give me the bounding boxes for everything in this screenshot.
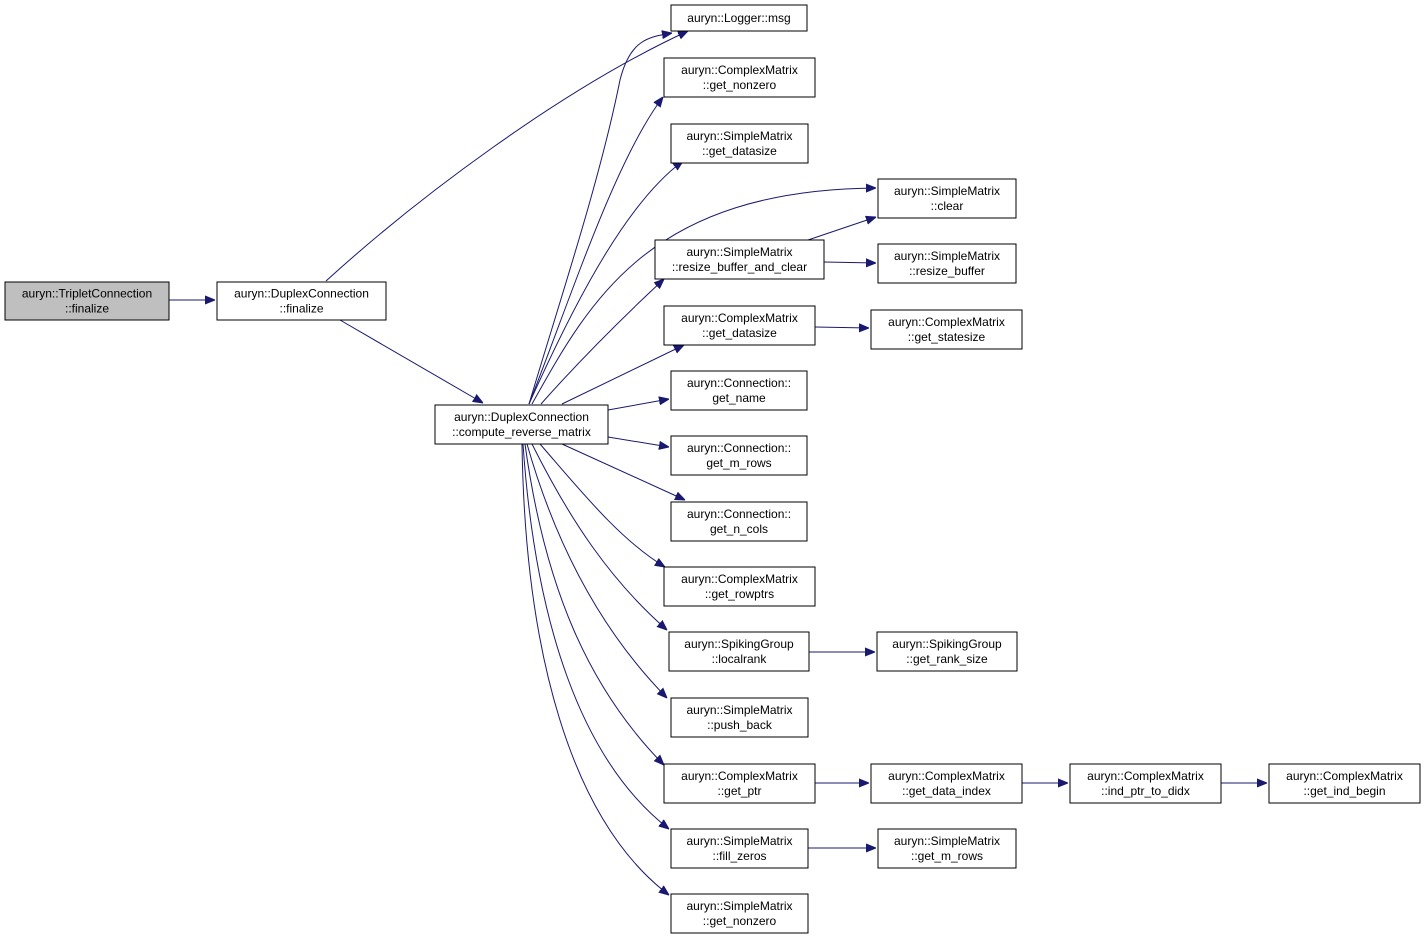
node-sm-clear[interactable]: auryn::SimpleMatrix::clear xyxy=(877,178,1017,219)
edge-duplex-finalize-to-logger-msg xyxy=(325,31,688,282)
node-duplex-finalize[interactable]: auryn::DuplexConnection::finalize xyxy=(216,281,387,321)
node-conn-get-n-cols[interactable]: auryn::Connection::get_n_cols xyxy=(670,501,808,542)
node-sg-get-rank-size[interactable]: auryn::SpikingGroup::get_rank_size xyxy=(876,631,1018,672)
edge-compute-reverse-to-cm-get-ptr xyxy=(524,443,664,765)
node-label-line: auryn::Logger::msg xyxy=(687,11,790,25)
node-label-line: auryn::ComplexMatrix xyxy=(681,311,798,325)
node-label-line: ::get_statesize xyxy=(908,330,986,344)
node-cm-get-data-index[interactable]: auryn::ComplexMatrix::get_data_index xyxy=(870,763,1023,804)
edge-cm-get-datasize-to-cm-get-statesize xyxy=(814,327,869,328)
node-sm-fill-zeros[interactable]: auryn::SimpleMatrix::fill_zeros xyxy=(670,828,809,869)
node-label-line: auryn::SimpleMatrix xyxy=(894,834,1000,848)
edge-compute-reverse-to-cm-get-datasize xyxy=(561,345,684,405)
node-label-line: auryn::ComplexMatrix xyxy=(1087,769,1204,783)
edge-compute-reverse-to-sm-get-nonzero xyxy=(521,443,669,895)
node-conn-get-name[interactable]: auryn::Connection::get_name xyxy=(670,370,808,411)
node-label-line: ::clear xyxy=(931,199,964,213)
edge-compute-reverse-to-sm-clear xyxy=(531,188,876,405)
node-label-line: auryn::DuplexConnection xyxy=(234,287,369,301)
node-cm-get-ind-begin[interactable]: auryn::ComplexMatrix::get_ind_begin xyxy=(1268,763,1421,804)
node-label-line: get_n_cols xyxy=(710,522,768,536)
edge-compute-reverse-to-sm-fill-zeros xyxy=(522,443,669,829)
node-cm-get-datasize[interactable]: auryn::ComplexMatrix::get_datasize xyxy=(663,305,816,346)
node-label-line: auryn::ComplexMatrix xyxy=(1286,769,1403,783)
edge-compute-reverse-to-sg-localrank xyxy=(531,443,667,630)
node-label-line: auryn::SimpleMatrix xyxy=(686,899,792,913)
node-label-line: get_name xyxy=(712,391,766,405)
node-cm-get-statesize[interactable]: auryn::ComplexMatrix::get_statesize xyxy=(870,309,1023,350)
edge-compute-reverse-to-sm-push-back xyxy=(526,443,667,698)
node-label-line: ::localrank xyxy=(712,652,768,666)
node-cm-ind-ptr-to-didx[interactable]: auryn::ComplexMatrix::ind_ptr_to_didx xyxy=(1069,763,1222,804)
node-label-line: ::get_nonzero xyxy=(703,914,777,928)
node-label-line: ::finalize xyxy=(65,302,109,316)
node-label-line: ::push_back xyxy=(707,718,773,732)
node-label-line: ::fill_zeros xyxy=(712,849,766,863)
node-compute-reverse[interactable]: auryn::DuplexConnection::compute_reverse… xyxy=(434,404,609,445)
node-sg-localrank[interactable]: auryn::SpikingGroup::localrank xyxy=(668,631,810,672)
node-label-line: ::get_m_rows xyxy=(911,849,983,863)
node-label-line: auryn::ComplexMatrix xyxy=(681,63,798,77)
edge-compute-reverse-to-conn-get-m-rows xyxy=(607,436,669,447)
node-label-line: ::finalize xyxy=(279,302,323,316)
node-label-line: auryn::SimpleMatrix xyxy=(894,184,1000,198)
node-label-line: auryn::Connection:: xyxy=(687,507,791,521)
node-label-line: ::get_nonzero xyxy=(703,78,777,92)
node-sm-get-nonzero[interactable]: auryn::SimpleMatrix::get_nonzero xyxy=(670,893,809,934)
node-label-line: ::get_data_index xyxy=(902,784,991,798)
node-label-line: auryn::SpikingGroup xyxy=(892,637,1002,651)
edges-layer xyxy=(169,31,1267,895)
node-label-line: ::compute_reverse_matrix xyxy=(452,425,591,439)
node-label-line: auryn::SimpleMatrix xyxy=(894,249,1000,263)
node-label-line: auryn::SimpleMatrix xyxy=(686,245,792,259)
edge-sm-resize-clear-to-sm-resize-buffer xyxy=(823,262,876,263)
node-label-line: auryn::ComplexMatrix xyxy=(681,572,798,586)
edge-compute-reverse-to-cm-get-nonzero xyxy=(528,97,663,405)
node-label-line: auryn::SimpleMatrix xyxy=(686,129,792,143)
node-label-line: auryn::Connection:: xyxy=(687,441,791,455)
node-label-line: get_m_rows xyxy=(706,456,771,470)
node-logger-msg[interactable]: auryn::Logger::msg xyxy=(670,4,808,32)
node-triplet-finalize: auryn::TripletConnection::finalize xyxy=(4,281,170,321)
node-label-line: ::get_datasize xyxy=(702,326,777,340)
node-label-line: ::get_ptr xyxy=(717,784,761,798)
node-cm-get-ptr[interactable]: auryn::ComplexMatrix::get_ptr xyxy=(663,763,816,804)
node-cm-get-nonzero[interactable]: auryn::ComplexMatrix::get_nonzero xyxy=(663,57,816,98)
node-label-line: auryn::TripletConnection xyxy=(22,287,152,301)
node-label-line: auryn::DuplexConnection xyxy=(454,410,589,424)
node-sm-resize-buffer[interactable]: auryn::SimpleMatrix::resize_buffer xyxy=(877,243,1017,284)
edge-compute-reverse-to-conn-get-name xyxy=(607,399,669,411)
node-label-line: ::resize_buffer xyxy=(909,264,985,278)
node-label-line: auryn::SpikingGroup xyxy=(684,637,794,651)
node-label-line: auryn::ComplexMatrix xyxy=(888,315,1005,329)
edge-compute-reverse-to-cm-get-rowptrs xyxy=(539,443,665,567)
node-sm-get-m-rows[interactable]: auryn::SimpleMatrix::get_m_rows xyxy=(877,828,1017,869)
node-label-line: auryn::ComplexMatrix xyxy=(888,769,1005,783)
edge-sm-resize-clear-to-sm-clear xyxy=(807,217,876,241)
edge-compute-reverse-to-logger-msg xyxy=(528,33,672,405)
node-label-line: ::get_rowptrs xyxy=(705,587,774,601)
node-label-line: auryn::SimpleMatrix xyxy=(686,703,792,717)
edge-compute-reverse-to-sm-get-datasize xyxy=(528,161,683,405)
node-sm-resize-clear[interactable]: auryn::SimpleMatrix::resize_buffer_and_c… xyxy=(654,239,825,280)
node-label-line: ::get_rank_size xyxy=(906,652,988,666)
node-label-line: ::resize_buffer_and_clear xyxy=(672,260,807,274)
node-label-line: ::get_datasize xyxy=(702,144,777,158)
node-label-line: auryn::SimpleMatrix xyxy=(686,834,792,848)
node-cm-get-rowptrs[interactable]: auryn::ComplexMatrix::get_rowptrs xyxy=(663,566,816,607)
node-sm-push-back[interactable]: auryn::SimpleMatrix::push_back xyxy=(670,697,809,738)
node-label-line: ::get_ind_begin xyxy=(1303,784,1385,798)
node-label-line: ::ind_ptr_to_didx xyxy=(1101,784,1190,798)
node-label-line: auryn::ComplexMatrix xyxy=(681,769,798,783)
node-conn-get-m-rows[interactable]: auryn::Connection::get_m_rows xyxy=(670,435,808,476)
node-sm-get-datasize[interactable]: auryn::SimpleMatrix::get_datasize xyxy=(670,123,809,164)
node-label-line: auryn::Connection:: xyxy=(687,376,791,390)
nodes-layer: auryn::TripletConnection::finalizeauryn:… xyxy=(4,4,1421,934)
edge-compute-reverse-to-sm-resize-clear xyxy=(540,279,664,405)
edge-compute-reverse-to-conn-get-n-cols xyxy=(561,443,685,500)
edge-duplex-finalize-to-compute-reverse xyxy=(339,319,483,403)
